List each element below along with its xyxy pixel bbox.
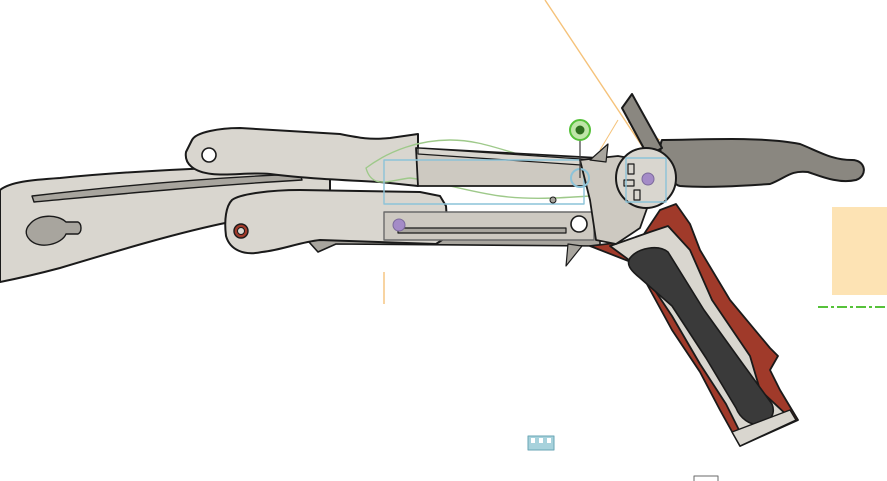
sketch-rectangle-linkage[interactable] xyxy=(383,159,585,205)
stock-slot[interactable] xyxy=(31,173,303,203)
slider-pivot-joint[interactable] xyxy=(392,218,406,232)
gear-slot-2[interactable] xyxy=(623,179,635,187)
slider-rail-slot[interactable] xyxy=(397,227,567,234)
sketch-overlay-rectangle[interactable] xyxy=(832,207,887,295)
ground-symbol-tooth-3 xyxy=(547,438,551,443)
blade[interactable] xyxy=(659,138,865,188)
corner-marker[interactable] xyxy=(693,475,719,481)
stock-keyhole-cutout[interactable] xyxy=(25,215,82,246)
gear-slot-1[interactable] xyxy=(627,163,635,175)
upper-arm-hole[interactable] xyxy=(201,147,217,163)
grip-butt-cap[interactable] xyxy=(731,409,797,447)
front-spike-top[interactable] xyxy=(589,143,609,163)
ground-symbol-tooth-2 xyxy=(539,438,543,443)
sketch-rectangle-gear[interactable] xyxy=(625,157,667,203)
upper-arm[interactable] xyxy=(184,127,419,187)
linkage-sketch-outline[interactable] xyxy=(365,139,591,200)
front-spike-bottom[interactable] xyxy=(565,243,583,267)
ground-symbol-tooth-1 xyxy=(531,438,535,443)
ground-symbol-icon[interactable] xyxy=(527,435,555,451)
slider-rail-hole[interactable] xyxy=(570,215,588,233)
origin-marker-icon[interactable] xyxy=(575,125,585,135)
sketch-line-short-2[interactable] xyxy=(599,119,619,151)
link-pin-small[interactable] xyxy=(549,196,557,204)
slider-rail-frame[interactable] xyxy=(383,211,595,241)
lower-arm-pin-core[interactable] xyxy=(237,227,245,235)
gear-slot-3[interactable] xyxy=(633,189,641,201)
sketch-line-diagonal[interactable] xyxy=(544,0,649,156)
gear-pivot-joint[interactable] xyxy=(641,172,655,186)
